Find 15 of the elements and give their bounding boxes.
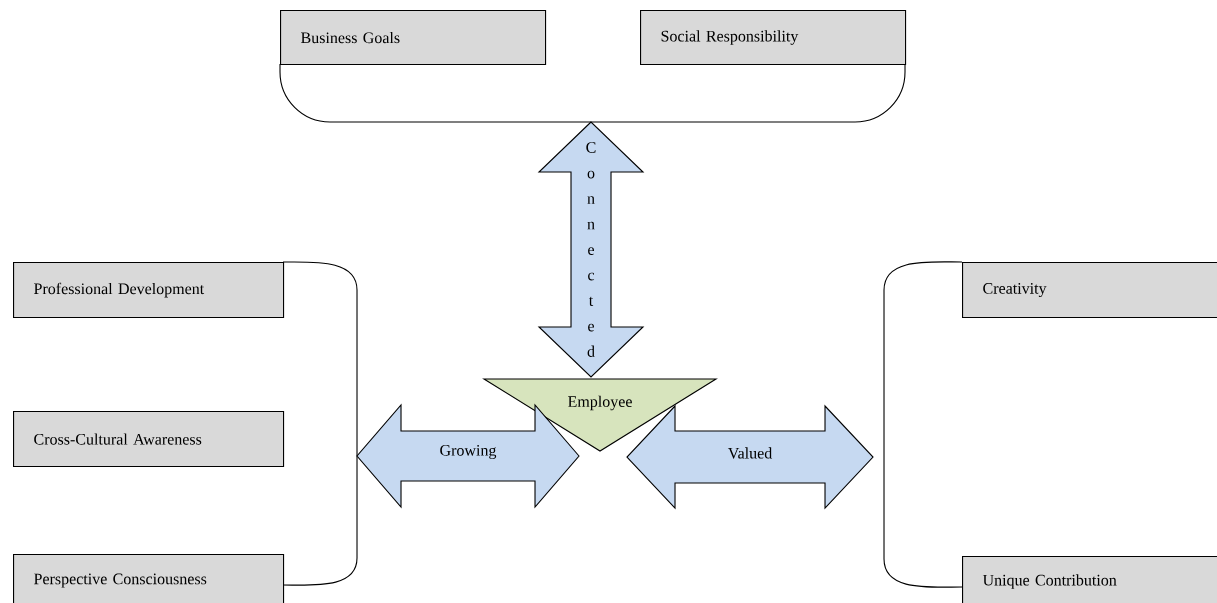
bracket-shape [279,63,906,123]
text-box: Cross-Cultural Awareness [13,411,285,468]
double-arrow [626,404,874,510]
edge-label: Valued [727,447,773,459]
text-box: Social Responsibility [640,10,907,66]
bracket-shape [883,261,963,588]
text-box: Business Goals [280,10,547,66]
text-box: Perspective Consciousness [13,554,285,603]
double-arrow [356,403,580,509]
double-arrow [537,121,645,378]
text-box: Professional Development [13,262,285,319]
text-box: Creativity [962,262,1217,319]
edge-label: Connected [586,142,596,357]
text-box: Unique Contribution [962,556,1217,603]
bracket-shape [282,261,358,586]
